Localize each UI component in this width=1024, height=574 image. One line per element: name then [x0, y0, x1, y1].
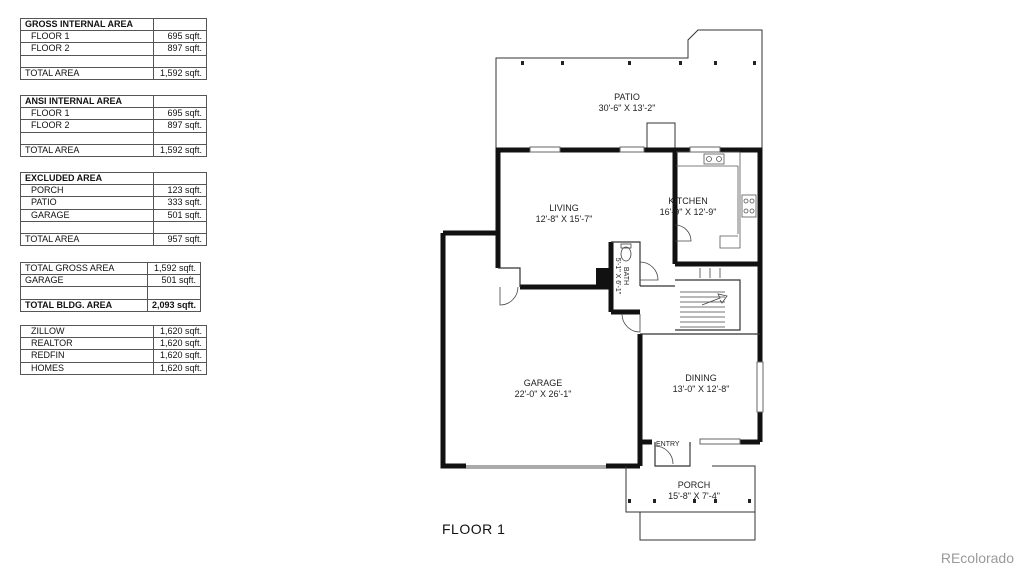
room-name-dining: DINING: [685, 373, 717, 383]
room-dims-patio: 30'-6" X 13'-2": [599, 103, 656, 113]
bath-label: BATH 5'-1" X 6'-1": [614, 258, 629, 295]
table-total-value: 2,093 sqft.: [146, 298, 202, 312]
room-dims-porch: 15'-8" X 7'-4": [668, 491, 720, 501]
staircase: [680, 268, 728, 328]
floor-label: FLOOR 1: [442, 521, 506, 537]
room-name-bath: BATH: [622, 267, 629, 285]
room-dims-living: 12'-8" X 15'-7": [536, 214, 593, 224]
bath-fixtures: [620, 243, 632, 262]
porch-outline: [625, 465, 756, 541]
table-total-value: 1,592 sqft.: [153, 143, 207, 157]
door-swings: [499, 224, 692, 466]
room-name-garage: GARAGE: [524, 378, 563, 388]
room-name-living: LIVING: [549, 203, 579, 213]
room-dims-dining: 13'-0" X 12'-8": [673, 384, 730, 394]
garage-door: [466, 465, 606, 469]
windows: [529, 146, 764, 445]
table-total-value: 1,592 sqft.: [153, 66, 207, 80]
table-total-label: TOTAL AREA: [20, 143, 154, 157]
table-row-label: HOMES: [20, 361, 154, 375]
porch-posts: [628, 499, 751, 503]
room-name-entry: ENTRY: [656, 441, 680, 448]
table-total-value: 957 sqft.: [153, 232, 207, 247]
wall-column: [596, 268, 610, 288]
exterior-walls: [440, 147, 763, 469]
room-name-kitchen: KITCHEN: [668, 196, 708, 206]
table-row-value: 1,620 sqft.: [153, 361, 207, 375]
table-row-value: 501 sqft.: [153, 208, 207, 222]
room-dims-bath: 5'-1" X 6'-1": [614, 258, 621, 295]
chimney: [646, 122, 676, 149]
room-dims-garage: 22'-0" X 26'-1": [515, 389, 572, 399]
table-total-label: TOTAL AREA: [20, 232, 154, 247]
room-dims-kitchen: 16'-9" X 12'-9": [660, 207, 717, 217]
room-name-patio: PATIO: [614, 92, 640, 102]
table-row-value: 1,592 sqft.: [146, 261, 202, 276]
patio-outline: [495, 29, 763, 150]
kitchen-counters: [676, 151, 757, 249]
brand-watermark: REcolorado: [940, 550, 1014, 566]
room-name-porch: PORCH: [678, 480, 711, 490]
patio-posts: [521, 61, 756, 65]
